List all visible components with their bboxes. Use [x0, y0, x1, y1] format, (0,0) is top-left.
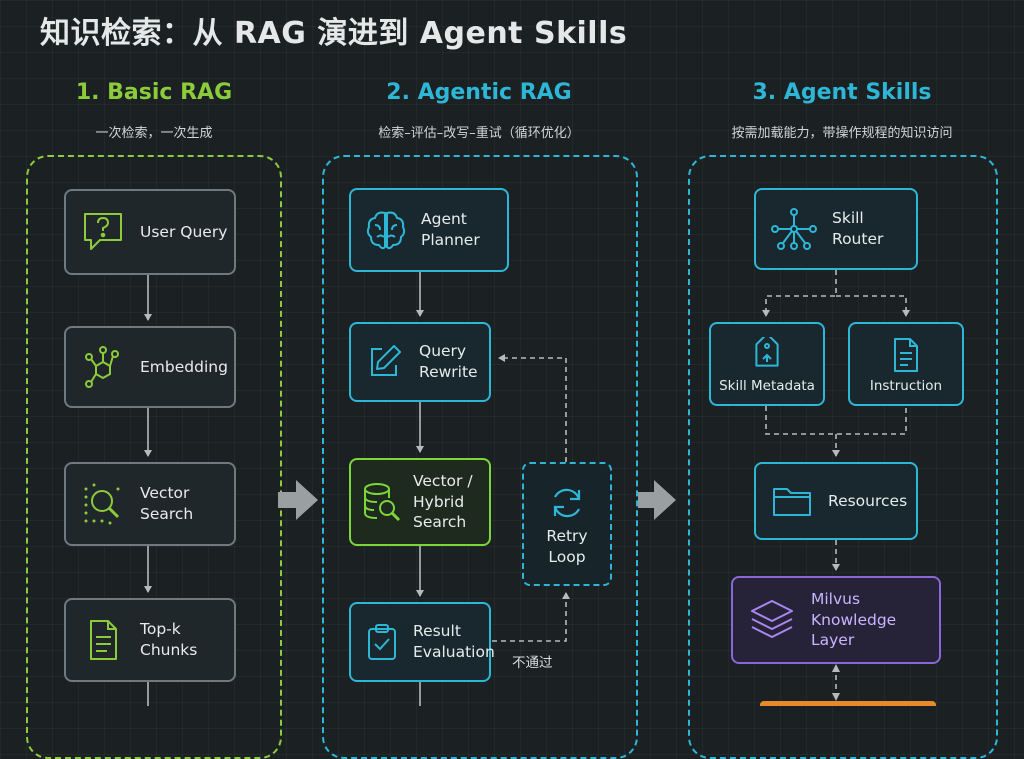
- arrow-router-split: [762, 270, 837, 317]
- file-text-icon: [889, 333, 923, 377]
- column-subtitle-basic-rag: 一次检索，一次生成: [95, 126, 213, 141]
- node-vector-hybrid-search[interactable]: Vector / Hybrid Search: [349, 458, 491, 546]
- folder-icon: [756, 483, 828, 519]
- column-heading-basic-rag: 1. Basic RAG: [75, 80, 233, 105]
- brain-icon: [351, 207, 421, 253]
- arrow-router-split-right: [836, 295, 910, 317]
- arrow-eval-retry: [492, 592, 570, 642]
- clipboard-check-icon: [351, 622, 413, 662]
- node-label: Instruction: [869, 377, 943, 394]
- node-skill-router[interactable]: Skill Router: [754, 188, 918, 270]
- node-label: Vector / Hybrid Search: [413, 471, 473, 532]
- node-milvus-knowledge-layer[interactable]: Milvus Knowledge Layer: [731, 576, 941, 664]
- node-user-query[interactable]: User Query: [64, 189, 236, 275]
- transition-arrow-2: [638, 480, 678, 520]
- refresh-icon: [548, 480, 586, 526]
- node-label: Resources: [828, 491, 908, 510]
- node-query-rewrite[interactable]: Query Rewrite: [349, 322, 491, 402]
- molecule-icon: [66, 344, 140, 390]
- document-icon: [66, 617, 140, 663]
- node-label: Vector Search: [140, 484, 194, 523]
- node-label: Retry Loop: [546, 527, 588, 566]
- column-heading-agentic-rag: 2. Agentic RAG: [386, 80, 572, 105]
- database-search-icon: [351, 480, 413, 524]
- node-label: User Query: [140, 222, 228, 241]
- network-icon: [756, 207, 832, 251]
- connector-lines: [144, 270, 910, 706]
- node-label: Query Rewrite: [419, 342, 478, 381]
- node-label: Embedding: [140, 357, 228, 376]
- node-agent-planner[interactable]: Agent Planner: [349, 188, 509, 272]
- node-label: Top-k Chunks: [140, 620, 198, 659]
- transition-arrow-1: [278, 480, 318, 520]
- node-vector-search[interactable]: Vector Search: [64, 462, 236, 546]
- orange-layer-edge: [760, 701, 936, 706]
- edit-icon: [351, 341, 419, 383]
- fail-label: 不通过: [512, 655, 553, 671]
- node-top-k-chunks[interactable]: Top-k Chunks: [64, 598, 236, 682]
- node-retry-loop[interactable]: Retry Loop: [522, 462, 612, 586]
- column-subtitle-agent-skills: 按需加载能力，带操作规程的知识访问: [731, 126, 953, 141]
- layers-icon: [733, 597, 811, 643]
- node-label: Skill Router: [832, 209, 884, 248]
- node-label: Skill Metadata: [719, 377, 815, 394]
- node-label: Agent Planner: [421, 210, 480, 249]
- node-instruction[interactable]: Instruction: [848, 322, 964, 406]
- question-chat-icon: [66, 209, 140, 255]
- node-result-evaluation[interactable]: Result Evaluation: [349, 602, 495, 682]
- column-subtitle-agentic-rag: 检索–评估–改写–重试（循环优化）: [378, 126, 580, 141]
- node-embedding[interactable]: Embedding: [64, 326, 236, 408]
- magnifier-dots-icon: [66, 481, 140, 527]
- page-title: 知识检索：从 RAG 演进到 Agent Skills: [40, 16, 628, 51]
- arrow-retry-rewrite: [498, 354, 567, 462]
- tag-icon: [749, 333, 785, 377]
- node-skill-metadata[interactable]: Skill Metadata: [709, 322, 825, 406]
- node-label: Milvus Knowledge Layer: [811, 589, 897, 650]
- column-heading-agent-skills: 3. Agent Skills: [752, 80, 932, 105]
- node-label: Result Evaluation: [413, 622, 495, 661]
- arrow-merge-resources: [765, 406, 907, 456]
- node-resources[interactable]: Resources: [754, 462, 918, 540]
